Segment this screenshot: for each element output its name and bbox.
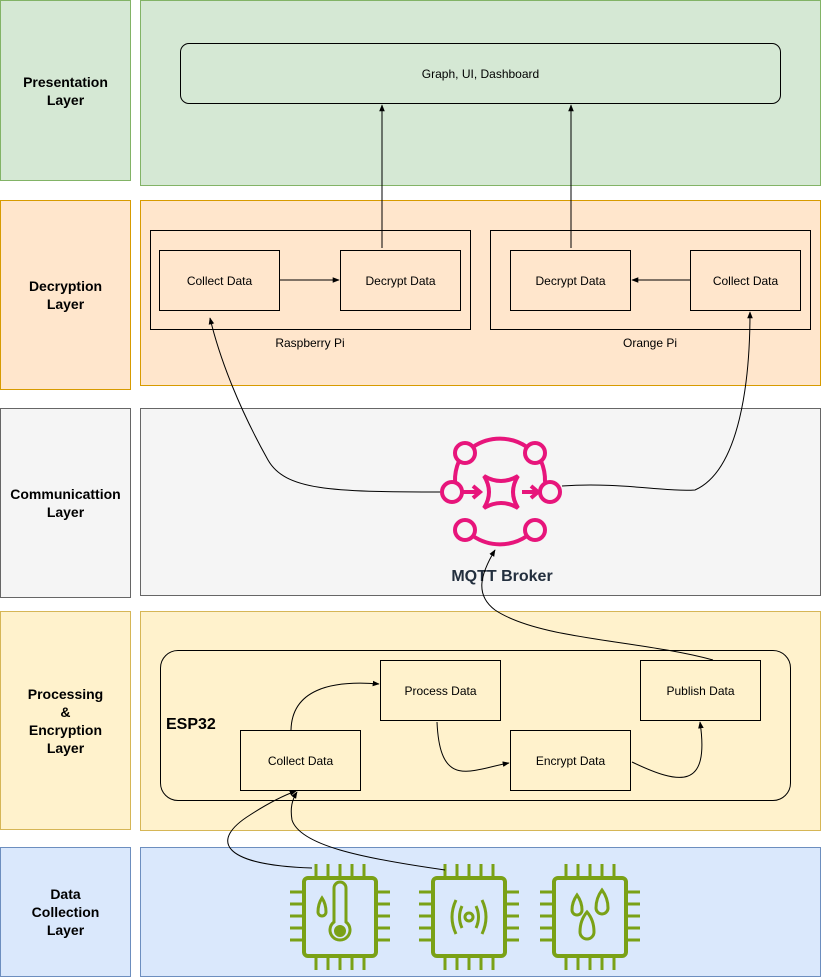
processing-layer-header: Processing & Encryption Layer [0, 611, 131, 830]
temperature-sensor-chip-icon [290, 864, 390, 970]
edge-esp-collect-to-process [290, 680, 380, 731]
processing-layer-title: Processing & Encryption Layer [27, 685, 104, 756]
humidity-sensor-chip-icon [540, 864, 640, 970]
esp-encrypt-data-label: Encrypt Data [535, 753, 606, 768]
edge-signal-sensor-to-collect [290, 791, 446, 871]
rpi-collect-data-node: Collect Data [159, 250, 280, 311]
data-collection-layer-header: Data Collection Layer [0, 847, 131, 977]
esp-collect-data-label: Collect Data [267, 753, 334, 768]
esp-collect-data-node: Collect Data [240, 730, 361, 791]
edge-publish-to-broker [481, 549, 714, 661]
raspberry-pi-caption: Raspberry Pi [275, 336, 345, 350]
esp-process-data-node: Process Data [380, 660, 501, 721]
esp-publish-data-node: Publish Data [640, 660, 761, 721]
edge-encrypt-to-publish [631, 721, 704, 778]
presentation-layer-title: Presentation Layer [23, 73, 108, 108]
communication-layer-title: Communicattion Layer [10, 486, 121, 520]
rpi-decrypt-data-label: Decrypt Data [365, 273, 436, 288]
edge-process-to-encrypt [436, 721, 510, 772]
esp-process-data-label: Process Data [404, 683, 477, 698]
decryption-layer-title: Decryption Layer [28, 278, 103, 312]
data-collection-layer-title: Data Collection Layer [31, 886, 100, 938]
esp-publish-data-label: Publish Data [666, 683, 735, 698]
esp-encrypt-data-node: Encrypt Data [510, 730, 631, 791]
signal-sensor-chip-icon [419, 864, 519, 970]
orange-pi-caption: Orange Pi [622, 336, 678, 350]
esp32-label: ESP32 [166, 716, 216, 733]
presentation-layer-header: Presentation Layer [0, 0, 131, 181]
communication-layer-panel [140, 408, 821, 596]
mqtt-broker-label: MQTT Broker [451, 568, 553, 585]
rpi-decrypt-data-node: Decrypt Data [340, 250, 461, 311]
decryption-layer-header: Decryption Layer [0, 200, 131, 390]
dashboard-node: Graph, UI, Dashboard [180, 43, 781, 104]
edge-broker-to-rpi-collect [208, 317, 441, 493]
rpi-collect-data-label: Collect Data [186, 273, 253, 288]
opi-collect-data-node: Collect Data [690, 250, 801, 311]
edge-broker-to-opi-collect [561, 311, 753, 491]
dashboard-label: Graph, UI, Dashboard [421, 66, 540, 81]
opi-decrypt-data-node: Decrypt Data [510, 250, 631, 311]
communication-layer-header: Communicattion Layer [0, 408, 131, 598]
mqtt-broker-icon [440, 436, 562, 547]
edge-temp-sensor-to-collect [227, 790, 313, 869]
opi-decrypt-data-label: Decrypt Data [535, 273, 606, 288]
opi-collect-data-label: Collect Data [712, 273, 779, 288]
